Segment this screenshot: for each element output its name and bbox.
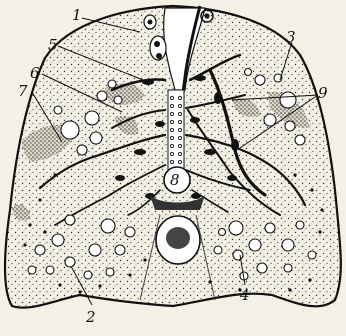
- label-3: 3: [286, 28, 296, 46]
- label-8: 8: [170, 171, 180, 189]
- label-1: 1: [72, 6, 82, 24]
- label-4: 4: [239, 286, 250, 304]
- label-5: 5: [48, 36, 58, 54]
- label-9: 9: [318, 84, 328, 102]
- label-2: 2: [85, 308, 96, 326]
- label-6: 6: [30, 64, 40, 82]
- label-7: 7: [18, 82, 28, 100]
